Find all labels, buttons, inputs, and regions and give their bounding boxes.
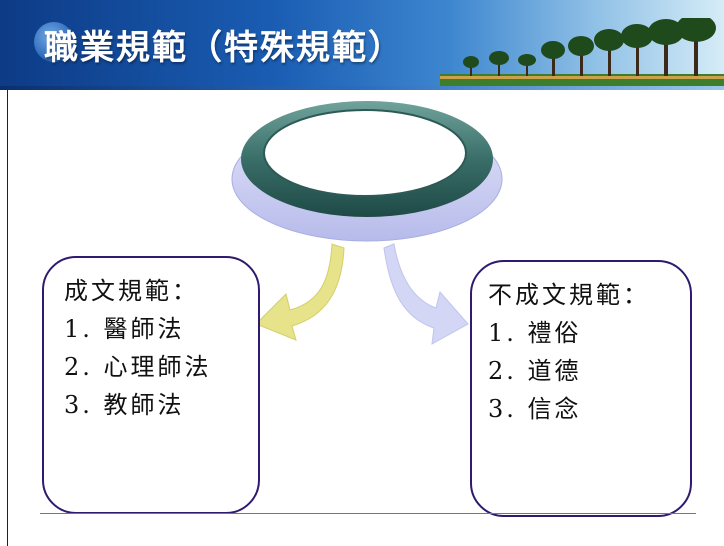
- right-arrow-icon: [383, 243, 469, 345]
- written-norms-heading: 成文規範：: [64, 277, 199, 305]
- unwritten-norms-heading: 不成文規範：: [488, 281, 650, 309]
- list-item: 2. 心理師法: [64, 353, 212, 381]
- list-item: 3. 教師法: [64, 391, 185, 419]
- page-left-edge: [7, 90, 8, 546]
- list-item: 1. 禮俗: [488, 319, 582, 347]
- list-item: 2. 道德: [488, 357, 582, 385]
- slide-title: 職業規範（特殊規範）: [44, 28, 404, 68]
- title-bubble-decoration: [34, 22, 74, 62]
- written-norms-box: 成文規範： 1. 醫師法 2. 心理師法 3. 教師法: [42, 256, 260, 514]
- tree-scenery-icon: [440, 18, 724, 86]
- list-item: 3. 信念: [488, 395, 582, 423]
- header-banner: 職業規範（特殊規範）: [0, 0, 724, 86]
- center-ellipse: [231, 101, 503, 242]
- list-item: 1. 醫師法: [64, 315, 185, 343]
- branch-arrows: [255, 243, 469, 345]
- left-arrow-icon: [255, 243, 345, 341]
- header-underline: [0, 86, 724, 90]
- unwritten-norms-box: 不成文規範： 1. 禮俗 2. 道德 3. 信念: [470, 260, 692, 517]
- bottom-divider: [40, 513, 696, 514]
